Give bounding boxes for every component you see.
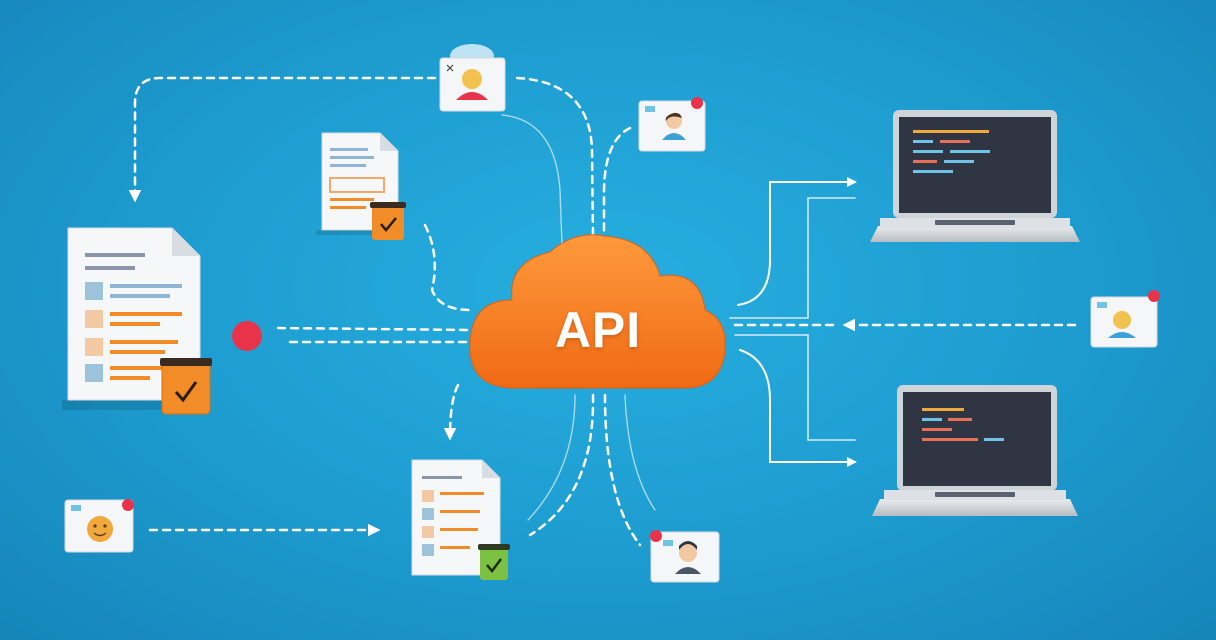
laptop-top <box>870 110 1080 242</box>
check-badge-icon <box>478 544 510 580</box>
document-large-left <box>62 227 212 415</box>
notification-dot <box>691 97 703 109</box>
cloud-icon <box>469 234 726 389</box>
user-avatar-icon <box>662 112 686 140</box>
connector-cloud-bottom-doc-curve-2 <box>528 393 595 537</box>
laptop-icon <box>872 499 1078 516</box>
connector-cloud-bottom-card-2 <box>624 394 656 511</box>
connectors <box>128 76 1077 547</box>
user-avatar-icon <box>456 69 488 100</box>
user-card-top <box>439 44 506 112</box>
connector-top-doc-cloud <box>423 223 472 312</box>
notification-dot <box>650 530 662 542</box>
user-avatar-icon <box>675 541 701 574</box>
laptop-bottom <box>872 385 1078 516</box>
user-card-bottom-left <box>64 499 134 553</box>
document-top <box>316 132 406 240</box>
user-card-top-right <box>638 97 706 152</box>
connector-top-card-cloud-2 <box>501 114 563 246</box>
notification-dot <box>122 499 134 511</box>
connector-cloud-top-laptop-2 <box>729 197 856 319</box>
connector-top-loop <box>128 76 437 203</box>
connector-left-doc-cloud-1 <box>276 326 472 332</box>
notification-dot <box>232 321 262 351</box>
user-avatar-icon <box>87 516 113 542</box>
connector-cloud-bottom-laptop <box>734 334 856 441</box>
api-cloud <box>469 234 726 389</box>
laptop-icon <box>870 226 1080 242</box>
connector-top-right-card-cloud <box>602 126 632 237</box>
connector-cloud-bottom-doc <box>443 383 460 441</box>
document-bottom <box>411 459 510 580</box>
user-avatar-icon <box>1108 311 1136 338</box>
api-label: API <box>554 302 642 358</box>
user-card-bottom <box>650 530 720 583</box>
connector-cloud-top-laptop <box>737 177 857 306</box>
notification-dot <box>1148 290 1160 302</box>
check-badge-icon <box>160 358 212 415</box>
user-card-right <box>1090 290 1160 348</box>
connector-cloud-bottom-card <box>603 393 642 547</box>
connector-cloud-bottom-laptop-2 <box>739 349 857 467</box>
connector-cloud-bottom-doc-curve <box>527 394 576 521</box>
check-badge-icon <box>370 202 406 240</box>
connector-top-card-cloud <box>515 76 595 237</box>
